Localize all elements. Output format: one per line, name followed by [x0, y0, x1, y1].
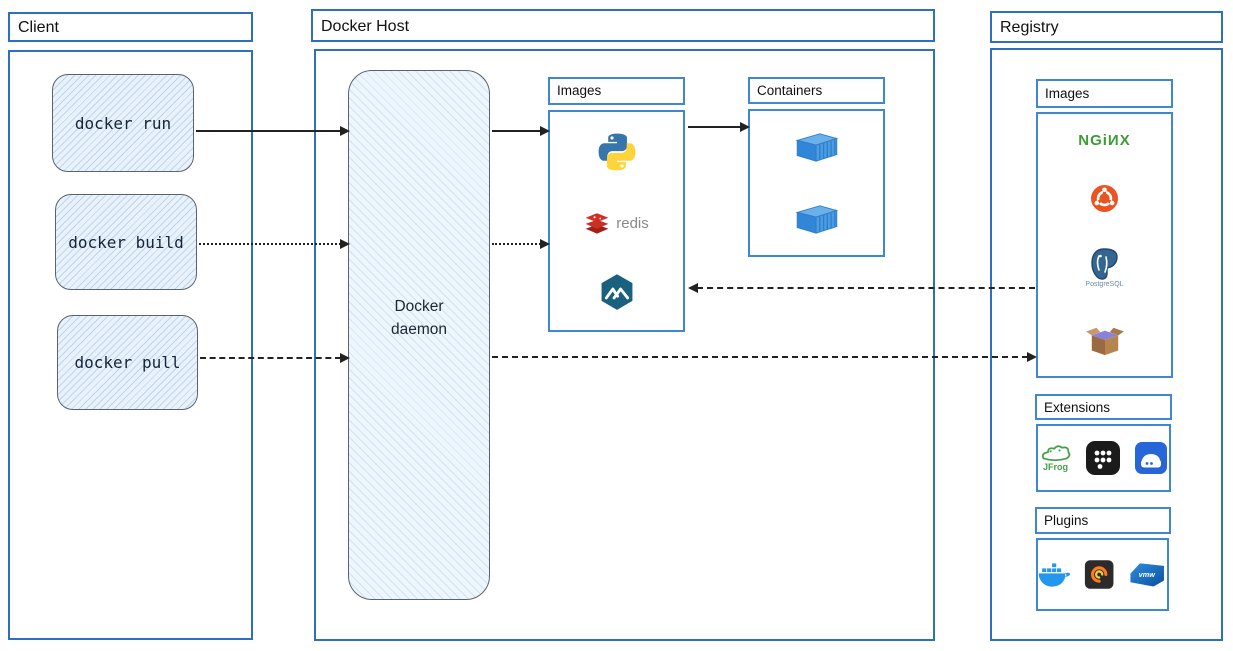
extensions-label: Extensions [1035, 394, 1172, 420]
arrow-daemon-to-host-images-solid [492, 126, 550, 136]
redis-icon [585, 213, 609, 234]
jfrog-icon [1041, 445, 1070, 462]
node-docker-daemon: Docker daemon [348, 70, 490, 600]
registry-title: Registry [990, 11, 1223, 43]
client-title: Client [8, 12, 253, 42]
host-images-box: redis [548, 110, 685, 332]
vmware-icon: vmw [1130, 563, 1165, 587]
registry-images-label: Images [1036, 79, 1173, 108]
node-docker-pull: docker pull [57, 315, 198, 410]
plugins-box: vmw [1036, 538, 1169, 611]
docker-run-label: docker run [74, 113, 172, 133]
arrow-daemon-to-host-images-dotted [492, 239, 550, 249]
registry-images-box: NGiИX PostgreSQL [1036, 112, 1173, 378]
ubuntu-icon [1091, 184, 1118, 212]
docker-whale-icon [1038, 562, 1071, 587]
arrow-daemon-to-registry-images [492, 352, 1037, 362]
nginx-icon: NGiИX [1078, 131, 1131, 149]
docker-daemon-label: Docker daemon [390, 298, 447, 338]
arrow-registry-images-to-host-images [688, 283, 1035, 293]
apps-grid-icon [1085, 441, 1120, 475]
arrow-docker-pull-to-daemon [200, 353, 350, 363]
arrow-host-images-to-containers [688, 122, 750, 132]
alpine-icon [601, 274, 632, 310]
redis-text: redis [616, 214, 649, 232]
postgresql-icon [1091, 248, 1119, 281]
jfrog-logo: JFrog [1040, 444, 1072, 472]
arrow-docker-build-to-daemon [199, 239, 350, 249]
container-icon [794, 133, 838, 162]
postgresql-logo: PostgreSQL [1085, 247, 1124, 289]
containers-label: Containers [748, 77, 885, 104]
arrow-docker-run-to-daemon [196, 126, 350, 136]
grafana-icon [1085, 560, 1114, 589]
host-images-label: Images [548, 77, 685, 105]
extensions-box: JFrog [1036, 424, 1171, 492]
jfrog-text: JFrog [1042, 462, 1068, 472]
node-docker-build: docker build [55, 194, 197, 290]
busybox-icon [1085, 327, 1124, 356]
postgresql-text: PostgreSQL [1085, 281, 1124, 289]
redis-logo: redis [584, 211, 649, 235]
sandbox-icon [1134, 442, 1167, 474]
docker-build-label: docker build [68, 232, 184, 252]
node-docker-run: docker run [52, 74, 194, 172]
container-icon [794, 205, 838, 234]
vmware-text: vmw [1139, 570, 1157, 579]
plugins-label: Plugins [1035, 507, 1171, 534]
docker-pull-label: docker pull [74, 353, 181, 372]
docker-host-title: Docker Host [311, 9, 935, 42]
containers-box [748, 109, 885, 257]
python-icon [598, 133, 635, 171]
